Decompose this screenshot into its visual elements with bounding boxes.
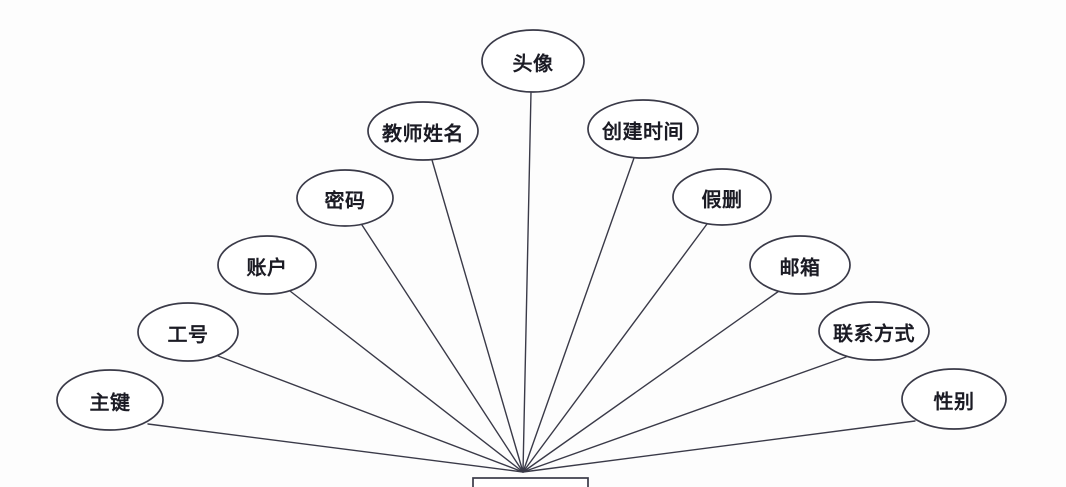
connector-line-email bbox=[522, 290, 780, 473]
attribute-ellipse-gender[interactable] bbox=[901, 368, 1007, 430]
entity-rectangle-group bbox=[472, 477, 589, 487]
connector-line-password bbox=[361, 224, 524, 473]
connector-line-account bbox=[289, 290, 524, 473]
connector-line-gender bbox=[522, 420, 916, 473]
connector-line-contact bbox=[522, 356, 847, 473]
attribute-ellipse-create-time[interactable] bbox=[587, 99, 699, 159]
attribute-ellipse-teacher-name[interactable] bbox=[367, 101, 479, 161]
attribute-ellipse-email[interactable] bbox=[749, 235, 851, 295]
attribute-ellipse-primary-key[interactable] bbox=[56, 369, 164, 431]
attribute-ellipse-account[interactable] bbox=[217, 235, 317, 295]
connector-line-soft-delete bbox=[522, 223, 708, 473]
attribute-ellipse-password[interactable] bbox=[296, 169, 394, 227]
connector-line-create-time bbox=[522, 157, 635, 473]
attribute-ellipse-avatar[interactable] bbox=[481, 29, 585, 93]
entity-rectangle[interactable] bbox=[472, 477, 589, 487]
connector-line-teacher-name bbox=[431, 159, 524, 473]
attribute-ellipses-group bbox=[56, 29, 1007, 431]
connector-line-employee-id bbox=[217, 355, 524, 473]
attribute-ellipse-soft-delete[interactable] bbox=[672, 168, 772, 226]
connector-line-primary-key bbox=[147, 423, 524, 473]
connector-line-avatar bbox=[522, 91, 532, 473]
attribute-ellipse-employee-id[interactable] bbox=[137, 302, 239, 362]
attribute-ellipse-contact[interactable] bbox=[818, 301, 930, 361]
connector-lines-group bbox=[147, 91, 916, 473]
